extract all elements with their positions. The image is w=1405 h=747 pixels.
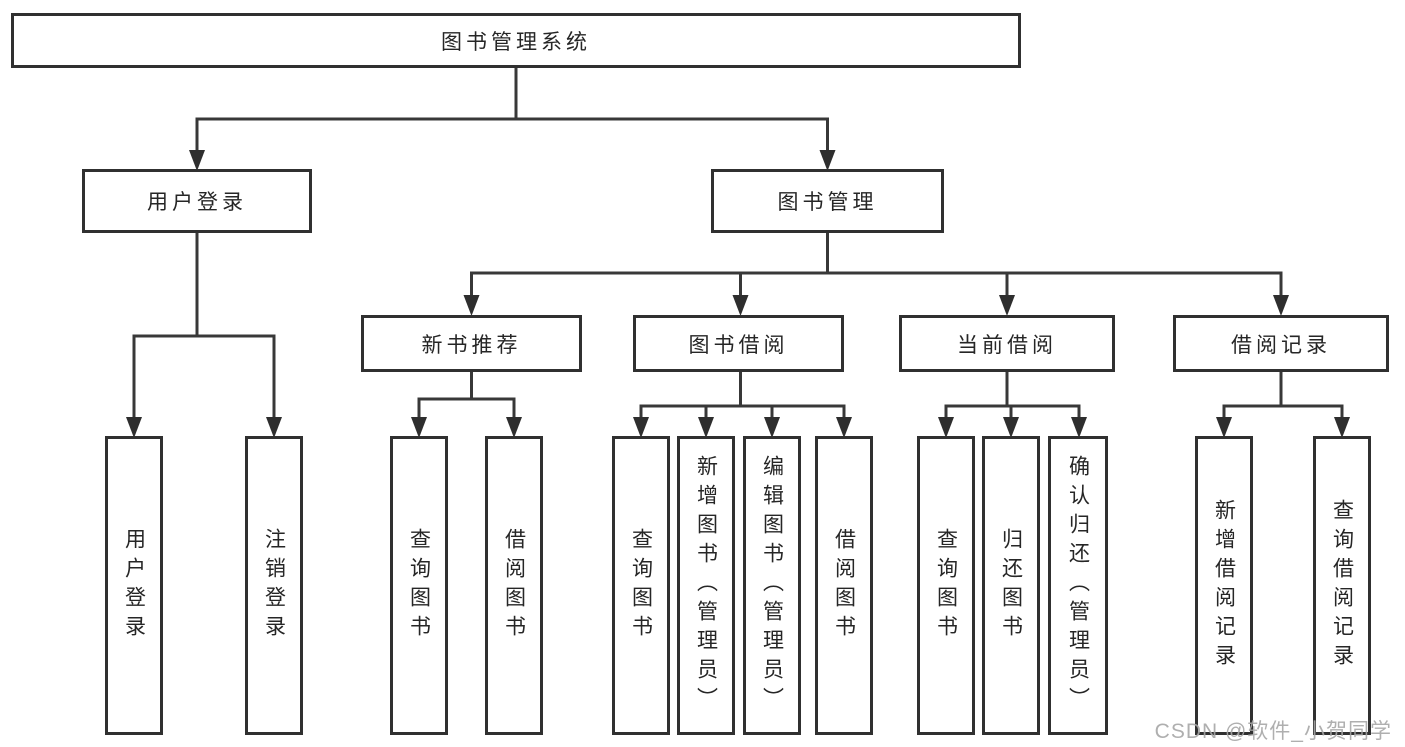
leaf-current-return-books-label: 归还图书 [999,527,1023,644]
leaf-current-return-books: 归还图书 [982,436,1040,735]
leaf-user-login-label: 用户登录 [122,527,146,644]
leaf-current-confirm-return-admin: 确认归还（管理员） [1048,436,1108,735]
leaf-borrow-edit-books-admin-label: 编辑图书（管理员） [760,455,784,716]
leaf-borrow-add-books-admin-label: 新增图书（管理员） [694,455,718,716]
leaf-current-query-books: 查询图书 [917,436,975,735]
node-new-book-recommend: 新书推荐 [361,315,582,372]
node-new-book-recommend-label: 新书推荐 [421,333,522,357]
node-library-system: 图书管理系统 [11,13,1021,68]
node-current-borrow: 当前借阅 [899,315,1115,372]
node-user-login-label: 用户登录 [147,191,247,214]
leaf-current-query-books-label: 查询图书 [934,527,958,644]
leaf-recommend-query-books: 查询图书 [390,436,448,735]
leaf-recommend-borrow-books: 借阅图书 [485,436,543,735]
node-user-login: 用户登录 [82,169,312,233]
leaf-records-add-record-label: 新增借阅记录 [1212,498,1236,673]
leaf-logout: 注销登录 [245,436,303,735]
node-book-management: 图书管理 [711,169,944,233]
node-current-borrow-label: 当前借阅 [957,333,1057,357]
node-library-system-label: 图书管理系统 [441,30,591,54]
node-book-borrow-label: 图书借阅 [688,333,789,357]
leaf-borrow-add-books-admin: 新增图书（管理员） [677,436,735,735]
leaf-borrow-query-books: 查询图书 [612,436,670,735]
leaf-borrow-edit-books-admin: 编辑图书（管理员） [743,436,801,735]
node-book-management-label: 图书管理 [777,191,878,214]
leaf-borrow-borrow-books: 借阅图书 [815,436,873,735]
node-borrow-records-label: 借阅记录 [1231,333,1331,357]
leaf-current-confirm-return-admin-label: 确认归还（管理员） [1066,455,1090,716]
node-borrow-records: 借阅记录 [1173,315,1389,372]
node-book-borrow: 图书借阅 [633,315,844,372]
leaf-recommend-query-books-label: 查询图书 [407,527,431,644]
leaf-borrow-query-books-label: 查询图书 [629,527,653,644]
csdn-watermark: CSDN @软件_小贺同学 [1154,720,1392,743]
leaf-records-query-record: 查询借阅记录 [1313,436,1371,735]
leaf-records-query-record-label: 查询借阅记录 [1330,498,1354,673]
leaf-user-login: 用户登录 [105,436,163,735]
leaf-records-add-record: 新增借阅记录 [1195,436,1253,735]
leaf-borrow-borrow-books-label: 借阅图书 [832,527,856,644]
leaf-logout-label: 注销登录 [262,527,286,644]
leaf-recommend-borrow-books-label: 借阅图书 [502,527,526,644]
